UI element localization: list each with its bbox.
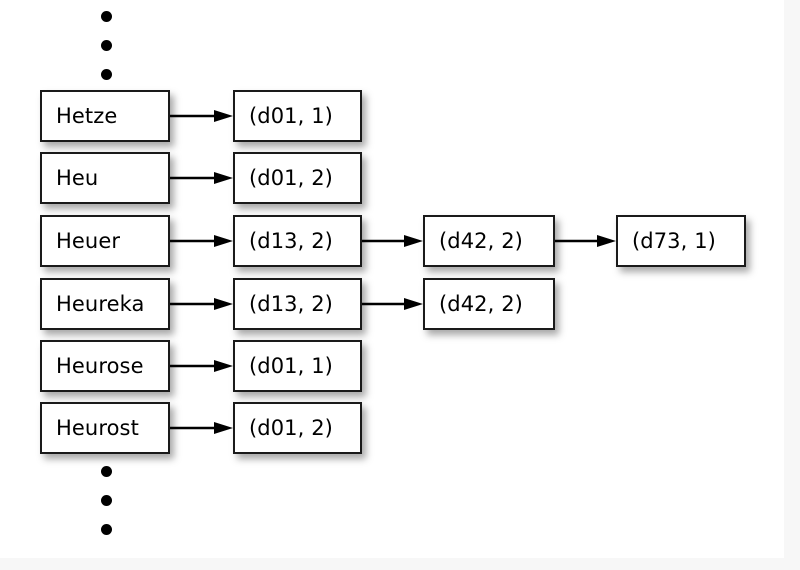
term-node[interactable]: Heuer — [40, 215, 170, 267]
ellipsis-dot — [100, 466, 112, 477]
ellipsis-dot — [100, 69, 112, 80]
term-node[interactable]: Hetze — [40, 90, 170, 142]
edge-hetze-to-posting-arrow-icon — [170, 109, 233, 123]
final-posting-node[interactable]: (d73, 1) — [616, 215, 746, 267]
final-posting-label: (d73, 1) — [632, 228, 716, 253]
ellipsis-dot — [100, 11, 112, 22]
edge-heurose-to-posting-arrow-icon — [170, 359, 233, 373]
posting-node[interactable]: (d01, 2) — [233, 402, 362, 454]
term-node[interactable]: Heureka — [40, 278, 170, 330]
posting-label: (d01, 1) — [249, 103, 333, 128]
term-label: Hetze — [56, 103, 118, 128]
edge-heurost-to-posting-arrow-icon — [170, 421, 233, 435]
term-node[interactable]: Heurost — [40, 402, 170, 454]
term-label: Heu — [56, 165, 99, 190]
posting-label: (d13, 2) — [249, 228, 333, 253]
merged-posting-label: (d42, 2) — [439, 228, 523, 253]
edge-posting-to-merged-arrow-icon — [362, 297, 423, 311]
posting-node[interactable]: (d01, 1) — [233, 340, 362, 392]
vertical-ellipsis-top-icon — [98, 11, 114, 80]
term-label: Heurose — [56, 353, 144, 378]
term-node[interactable]: Heu — [40, 152, 170, 204]
posting-node[interactable]: (d13, 2) — [233, 215, 362, 267]
posting-label: (d01, 2) — [249, 165, 333, 190]
merged-posting-node[interactable]: (d42, 2) — [423, 278, 555, 330]
posting-label: (d01, 1) — [249, 353, 333, 378]
posting-node[interactable]: (d13, 2) — [233, 278, 362, 330]
term-label: Heurost — [56, 415, 139, 440]
merged-posting-label: (d42, 2) — [439, 291, 523, 316]
edge-heureka-to-posting-arrow-icon — [170, 297, 233, 311]
vertical-ellipsis-bottom-icon — [98, 466, 114, 535]
ellipsis-dot — [100, 495, 112, 506]
ellipsis-dot — [100, 40, 112, 51]
edge-posting-to-merged-arrow-icon — [362, 234, 423, 248]
ellipsis-dot — [100, 524, 112, 535]
posting-node[interactable]: (d01, 2) — [233, 152, 362, 204]
merged-posting-node[interactable]: (d42, 2) — [423, 215, 555, 267]
edge-merged-to-final-arrow-icon — [555, 234, 616, 248]
posting-label: (d01, 2) — [249, 415, 333, 440]
edge-heu-to-posting-arrow-icon — [170, 171, 233, 185]
term-label: Heuer — [56, 228, 121, 253]
term-label: Heureka — [56, 291, 145, 316]
edge-heuer-to-posting-arrow-icon — [170, 234, 233, 248]
term-node[interactable]: Heurose — [40, 340, 170, 392]
posting-node[interactable]: (d01, 1) — [233, 90, 362, 142]
posting-label: (d13, 2) — [249, 291, 333, 316]
